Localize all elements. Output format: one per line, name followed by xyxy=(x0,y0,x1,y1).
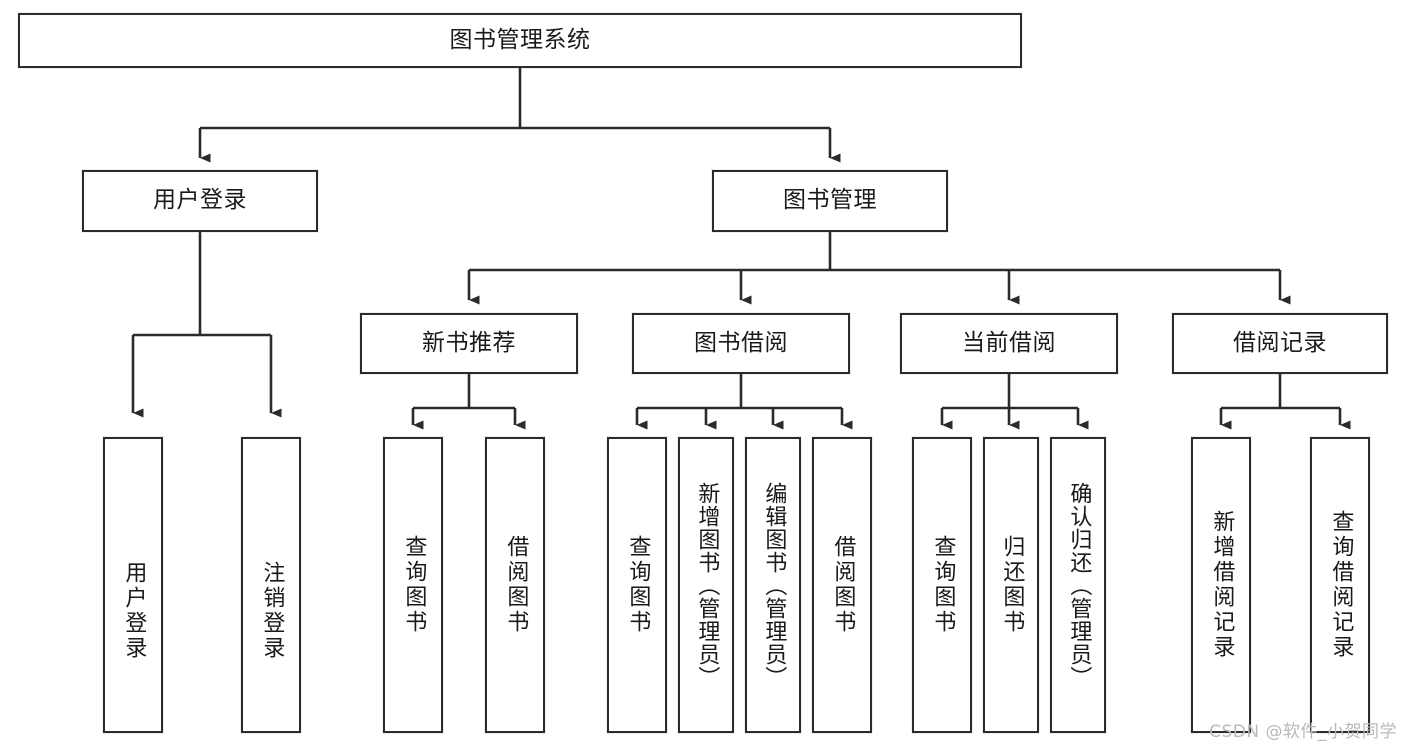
leaf-user-login[interactable]: 用户登录 xyxy=(103,437,163,733)
csdn-watermark: CSDN @软件_小贺同学 xyxy=(1209,722,1397,742)
leaf-return-book-label: 归还图书 xyxy=(999,535,1025,635)
leaf-query-book-3[interactable]: 查询图书 xyxy=(912,437,972,733)
leaf-add-book-label: 新增图书（管理员） xyxy=(694,481,720,689)
leaf-borrow-book-1-label: 借阅图书 xyxy=(503,535,529,635)
node-user-login-label: 用户登录 xyxy=(153,187,247,214)
leaf-confirm-return[interactable]: 确认归还（管理员） xyxy=(1050,437,1106,733)
node-borrow-record[interactable]: 借阅记录 xyxy=(1172,313,1388,374)
leaf-query-book-2[interactable]: 查询图书 xyxy=(607,437,667,733)
leaf-borrow-book-1[interactable]: 借阅图书 xyxy=(485,437,545,733)
leaf-query-record[interactable]: 查询借阅记录 xyxy=(1310,437,1370,733)
leaf-query-book-3-label: 查询图书 xyxy=(930,535,956,635)
leaf-borrow-book-2-label: 借阅图书 xyxy=(830,535,856,635)
node-borrow-record-label: 借阅记录 xyxy=(1233,329,1327,356)
leaf-add-record-label: 新增借阅记录 xyxy=(1209,510,1235,660)
node-current-borrow[interactable]: 当前借阅 xyxy=(900,313,1118,374)
node-book-manage[interactable]: 图书管理 xyxy=(712,170,948,232)
node-user-login[interactable]: 用户登录 xyxy=(82,170,318,232)
leaf-query-book-1-label: 查询图书 xyxy=(401,535,427,635)
leaf-add-record[interactable]: 新增借阅记录 xyxy=(1191,437,1251,733)
node-book-borrow-label: 图书借阅 xyxy=(694,329,788,356)
node-book-borrow[interactable]: 图书借阅 xyxy=(632,313,850,374)
leaf-user-login-label: 用户登录 xyxy=(121,561,147,661)
leaf-user-logout[interactable]: 注销登录 xyxy=(241,437,301,733)
node-root-label: 图书管理系统 xyxy=(449,26,591,53)
leaf-user-logout-label: 注销登录 xyxy=(259,561,285,661)
leaf-confirm-return-label: 确认归还（管理员） xyxy=(1066,481,1092,689)
node-new-book-recommend[interactable]: 新书推荐 xyxy=(360,313,578,374)
leaf-query-record-label: 查询借阅记录 xyxy=(1328,510,1354,660)
node-current-borrow-label: 当前借阅 xyxy=(962,329,1056,356)
leaf-return-book[interactable]: 归还图书 xyxy=(983,437,1039,733)
leaf-query-book-2-label: 查询图书 xyxy=(625,535,651,635)
leaf-edit-book-label: 编辑图书（管理员） xyxy=(761,481,787,689)
node-new-book-recommend-label: 新书推荐 xyxy=(422,329,516,356)
node-root[interactable]: 图书管理系统 xyxy=(18,13,1022,68)
leaf-edit-book[interactable]: 编辑图书（管理员） xyxy=(745,437,801,733)
leaf-query-book-1[interactable]: 查询图书 xyxy=(383,437,443,733)
node-book-manage-label: 图书管理 xyxy=(783,187,877,214)
leaf-borrow-book-2[interactable]: 借阅图书 xyxy=(812,437,872,733)
leaf-add-book[interactable]: 新增图书（管理员） xyxy=(678,437,734,733)
